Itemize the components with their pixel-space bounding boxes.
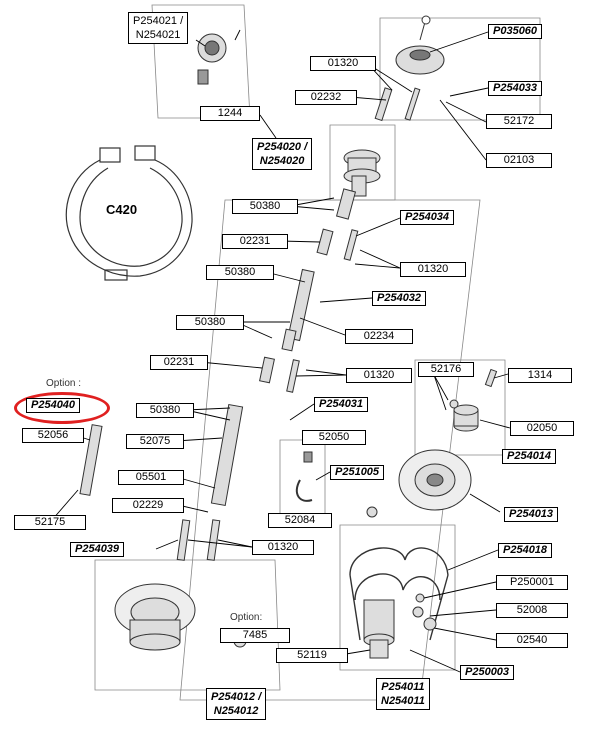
highlight-ellipse-p254040: [14, 392, 110, 424]
callout-p254033[interactable]: P254033: [488, 81, 543, 96]
tube-02231-b: [259, 356, 275, 384]
callout-p254021-line2: N254021: [135, 29, 181, 41]
callout-01320-c[interactable]: 01320: [346, 368, 412, 383]
c420-ring-drawing: [65, 145, 193, 281]
callout-52050[interactable]: 52050: [302, 430, 366, 445]
tube-52075: [210, 403, 244, 507]
callout-p254039[interactable]: P254039: [70, 542, 125, 557]
callout-p254012-line1: P254012 /: [211, 691, 262, 703]
callout-p254020-line1: P254020 /: [257, 141, 308, 153]
callout-p254011[interactable]: P254011 N254011: [376, 678, 430, 710]
frame-251005: [279, 439, 326, 516]
callout-p254013[interactable]: P254013: [504, 507, 559, 522]
callout-p254031[interactable]: P254031: [314, 397, 369, 412]
callout-01320-d[interactable]: 01320: [252, 540, 314, 555]
callout-02540[interactable]: 02540: [496, 633, 568, 648]
callout-05501[interactable]: 05501: [118, 470, 184, 485]
tube-02234: [287, 268, 315, 342]
callout-p035060[interactable]: P035060: [488, 24, 543, 39]
callout-p254040[interactable]: P254040: [26, 398, 81, 413]
callout-1244[interactable]: 1244: [200, 106, 260, 121]
callout-p254011-line1: P254011: [381, 681, 425, 693]
callout-p250001[interactable]: P250001: [496, 575, 568, 590]
callout-01320-b[interactable]: 01320: [400, 262, 466, 277]
callout-02229[interactable]: 02229: [112, 498, 184, 513]
callout-p254018[interactable]: P254018: [498, 543, 553, 558]
option-label-2: Option:: [230, 612, 263, 623]
tube-02231-a: [316, 228, 334, 256]
callout-02231-a[interactable]: 02231: [222, 234, 288, 249]
callout-p254014[interactable]: P254014: [502, 449, 557, 464]
callout-52008[interactable]: 52008: [496, 603, 568, 618]
callout-52176[interactable]: 52176: [418, 362, 474, 377]
callout-p254021-line1: P254021 /: [133, 15, 184, 27]
callout-02231-b[interactable]: 02231: [150, 355, 208, 370]
callout-50380-c[interactable]: 50380: [176, 315, 244, 330]
callout-7485[interactable]: 7485: [220, 628, 290, 643]
callout-01320-top[interactable]: 01320: [310, 56, 376, 71]
tube-52056: [79, 424, 103, 496]
callout-50380-a[interactable]: 50380: [232, 199, 298, 214]
callout-52119[interactable]: 52119: [276, 648, 348, 663]
callout-52084[interactable]: 52084: [268, 513, 332, 528]
option-label-1: Option :: [46, 378, 82, 389]
callout-52172[interactable]: 52172: [486, 114, 552, 129]
callout-p254032[interactable]: P254032: [372, 291, 427, 306]
callout-52075[interactable]: 52075: [126, 434, 184, 449]
callout-p250003[interactable]: P250003: [460, 665, 515, 680]
c420-label: C420: [106, 202, 138, 217]
callout-p254012[interactable]: P254012 / N254012: [206, 688, 267, 720]
callout-02103[interactable]: 02103: [486, 153, 552, 168]
frame-254012: [94, 559, 281, 691]
callout-02232[interactable]: 02232: [295, 90, 357, 105]
callout-50380-b[interactable]: 50380: [206, 265, 274, 280]
callout-p251005[interactable]: P251005: [330, 465, 385, 480]
callout-50380-d[interactable]: 50380: [136, 403, 194, 418]
callout-p254011-line2: N254011: [381, 695, 425, 707]
callout-02234[interactable]: 02234: [345, 329, 413, 344]
callout-p254020[interactable]: P254020 / N254020: [252, 138, 313, 170]
part-254011: [363, 599, 395, 641]
callout-52056[interactable]: 52056: [22, 428, 84, 443]
callout-02050[interactable]: 02050: [510, 421, 574, 436]
callout-52175[interactable]: 52175: [14, 515, 86, 530]
callout-1314[interactable]: 1314: [508, 368, 572, 383]
callout-p254034[interactable]: P254034: [400, 210, 455, 225]
callout-p254012-line2: N254012: [213, 705, 259, 717]
tube-50380-a: [335, 188, 357, 220]
callout-p254020-line2: N254020: [259, 155, 305, 167]
frame-254011: [339, 524, 456, 671]
callout-p254021[interactable]: P254021 / N254021: [128, 12, 189, 44]
